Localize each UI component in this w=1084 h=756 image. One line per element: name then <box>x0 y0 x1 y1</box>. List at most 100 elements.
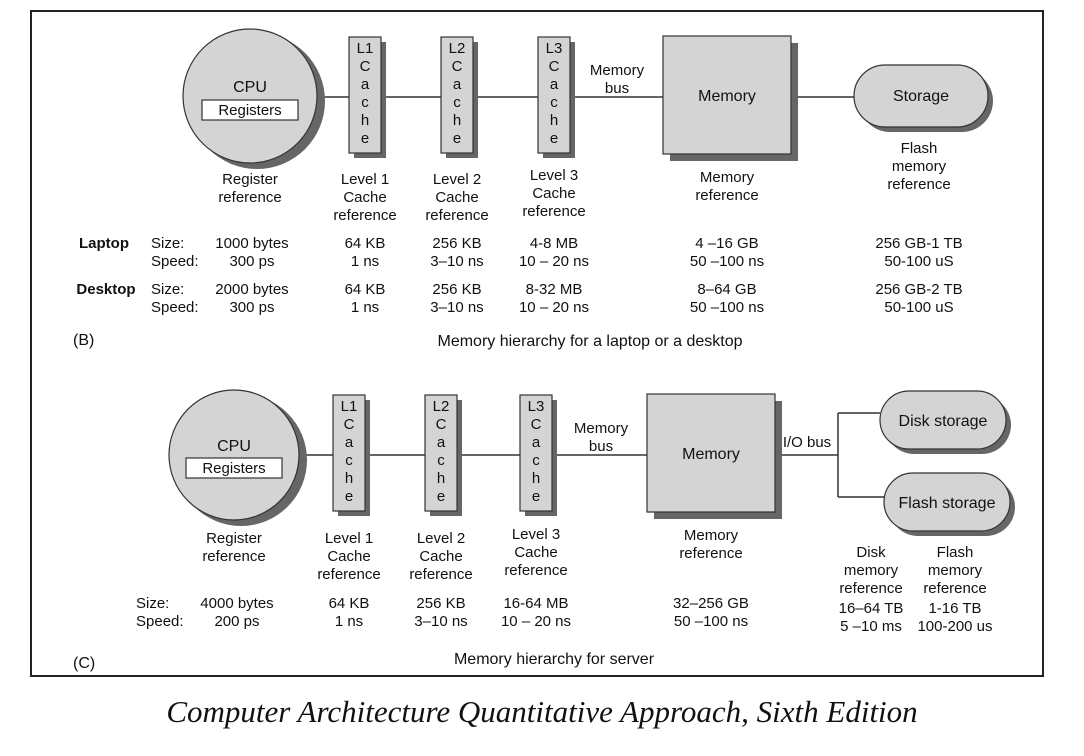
size-value: 256 KB <box>432 235 481 252</box>
size-label: Size: <box>136 595 169 612</box>
cache-letter: e <box>345 488 353 505</box>
cache-letter: C <box>549 58 560 75</box>
ref-label: Cache <box>327 548 370 565</box>
panel-c-flash-storage: Flash storage <box>883 472 1015 536</box>
cache-letter: c <box>437 452 445 469</box>
cache-letter: h <box>345 470 353 487</box>
panel-c-references: Register reference Level 1 Cache referen… <box>202 526 986 597</box>
ref-label: Cache <box>419 548 462 565</box>
speed-value: 300 ps <box>229 299 274 316</box>
cache-letter: C <box>360 58 371 75</box>
speed-value: 50 –100 ns <box>690 299 764 316</box>
cache-letter: e <box>550 130 558 147</box>
speed-value: 5 –10 ms <box>840 618 902 635</box>
panel-b-bus-label: Memory <box>590 62 645 79</box>
size-value: 256 GB-1 TB <box>875 235 962 252</box>
panel-b-memory: Memory <box>662 35 798 161</box>
cache-letter: L3 <box>528 398 545 415</box>
panel-b-cpu-label: CPU <box>233 79 267 96</box>
cache-letter: C <box>452 58 463 75</box>
ref-label: Memory <box>684 527 739 544</box>
ref-label: memory <box>844 562 899 579</box>
cache-letter: a <box>345 434 354 451</box>
ref-label: Cache <box>514 544 557 561</box>
ref-label: memory <box>892 158 947 175</box>
panel-b-row-laptop: Laptop Size: Speed: 1000 bytes 64 KB 256… <box>79 235 963 270</box>
panel-b-cache-3: L3 C a c h e <box>537 36 575 158</box>
ref-label: Level 3 <box>512 526 560 543</box>
cache-letter: c <box>345 452 353 469</box>
ref-label: Level 2 <box>417 530 465 547</box>
panel-c-cpu-label: CPU <box>217 438 251 455</box>
panel-c-cpu: CPU Registers <box>168 389 307 526</box>
size-value: 64 KB <box>345 281 386 298</box>
panel-c-title: Memory hierarchy for server <box>454 651 655 668</box>
speed-value: 100-200 us <box>917 618 992 635</box>
ref-label: Memory <box>700 169 755 186</box>
memory-hierarchy-diagram: CPU Registers L1 C a c h e L2 C a c h e <box>73 28 1015 672</box>
size-label: Size: <box>151 281 184 298</box>
panel-b-registers-label: Registers <box>218 102 281 119</box>
panel-b-label: (B) <box>73 332 94 349</box>
panel-c-memory: Memory <box>646 393 782 519</box>
ref-label: reference <box>425 207 488 224</box>
panel-c-flash-label: Flash storage <box>899 495 996 512</box>
cache-letter: e <box>361 130 369 147</box>
ref-label: Register <box>222 171 278 188</box>
cache-letter: L2 <box>433 398 450 415</box>
panel-c: CPU Registers L1 C a c h e L2 C a c h e <box>73 389 1015 672</box>
panel-b-storage-label: Storage <box>893 88 949 105</box>
ref-label: Cache <box>343 189 386 206</box>
speed-value: 1 ns <box>351 299 379 316</box>
ref-label: Level 3 <box>530 167 578 184</box>
cache-letter: C <box>436 416 447 433</box>
cache-letter: e <box>532 488 540 505</box>
ref-label: reference <box>839 580 902 597</box>
panel-b-memory-label: Memory <box>698 88 756 105</box>
size-value: 1000 bytes <box>215 235 288 252</box>
speed-label: Speed: <box>136 613 184 630</box>
speed-value: 10 – 20 ns <box>519 253 589 270</box>
size-value: 256 KB <box>416 595 465 612</box>
size-value: 8-32 MB <box>526 281 583 298</box>
ref-label: Level 1 <box>341 171 389 188</box>
size-value: 1-16 TB <box>928 600 981 617</box>
panel-b-cache-2: L2 C a c h e <box>440 36 478 158</box>
cache-letter: a <box>453 76 462 93</box>
cache-letter: a <box>532 434 541 451</box>
cache-letter: h <box>453 112 461 129</box>
size-value: 16–64 TB <box>839 600 904 617</box>
size-value: 4000 bytes <box>200 595 273 612</box>
cache-letter: c <box>550 94 558 111</box>
size-value: 64 KB <box>345 235 386 252</box>
speed-label: Speed: <box>151 253 199 270</box>
ref-label: reference <box>522 203 585 220</box>
ref-label: reference <box>333 207 396 224</box>
ref-label: Disk <box>856 544 886 561</box>
cache-letter: L2 <box>449 40 466 57</box>
panel-b-registers-box <box>201 99 299 121</box>
panel-b-row-desktop: Desktop Size: Speed: 2000 bytes 64 KB 25… <box>76 281 962 316</box>
cache-letter: C <box>344 416 355 433</box>
cache-letter: L1 <box>341 398 358 415</box>
speed-value: 3–10 ns <box>430 299 483 316</box>
ref-label: Cache <box>532 185 575 202</box>
ref-label: memory <box>928 562 983 579</box>
panel-b-cpu: CPU Registers <box>182 28 325 169</box>
panel-b-title: Memory hierarchy for a laptop or a deskt… <box>437 333 742 350</box>
ref-label: Register <box>206 530 262 547</box>
cache-letter: C <box>531 416 542 433</box>
figure-frame <box>30 10 1044 677</box>
panel-c-row-server: Size: Speed: 4000 bytes 64 KB 256 KB 16-… <box>136 595 993 635</box>
ref-label: reference <box>695 187 758 204</box>
cache-letter: a <box>437 434 446 451</box>
row-name: Desktop <box>76 281 135 298</box>
speed-value: 10 – 20 ns <box>501 613 571 630</box>
panel-c-cache-1: L1 C a c h e <box>332 394 370 516</box>
speed-value: 50-100 uS <box>884 299 953 316</box>
ref-label: Cache <box>435 189 478 206</box>
panel-b-cache-1: L1 C a c h e <box>348 36 386 158</box>
cache-letter: c <box>361 94 369 111</box>
panel-c-disk-label: Disk storage <box>899 413 988 430</box>
ref-label: reference <box>504 562 567 579</box>
